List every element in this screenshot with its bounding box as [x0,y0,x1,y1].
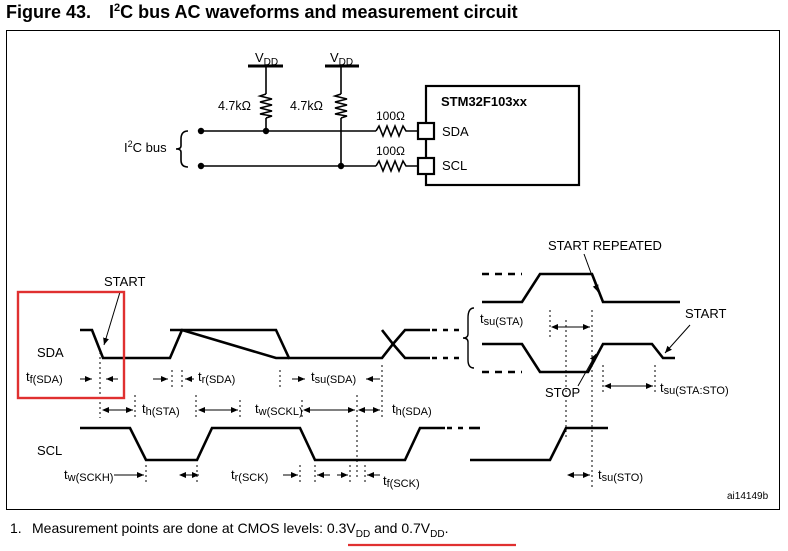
chip-pin-sda-label: SDA [442,124,469,139]
pullup-resistor-2-label: 4.7kΩ [290,99,323,113]
tsu-sto-label: tsu(STO) [598,467,643,484]
measurement-circuit [175,64,581,187]
scl-waveform-tail [470,426,608,462]
reference-lines [99,310,656,490]
i2c-bus-label: I2C bus [124,139,167,155]
figure-title: Figure 43. I2C bus AC waveforms and measu… [6,2,518,23]
sda-bus-terminal [197,127,205,135]
bus-brace [175,130,189,168]
figure-number: Figure 43. [6,2,92,22]
start-label: START [104,274,145,289]
sda-pin [416,121,436,141]
timing-labels: SDA SCL START START REPEATED START STOP … [26,238,769,502]
figure-reference: ai14149b [727,491,769,502]
circuit-junctions [197,127,345,170]
footnote-level-high-sub: DD [430,528,445,540]
tw-sckl-label: tw(SCKL) [255,401,303,418]
sda-pullup-junction [262,127,270,135]
th-sta-label: th(STA) [142,401,180,418]
sda-repeated-start-upper [482,272,680,304]
sda-waveform-alt-end [380,329,430,360]
pullup-resistor-2 [332,93,348,119]
tsu-sta-sto-label: tsu(STA:STO) [660,380,729,397]
footnote-level-high: 0.7V [401,520,431,536]
vdd-label-1: VDD [255,50,278,68]
scl-signal-label: SCL [37,443,62,458]
timing-arrows [80,253,691,478]
th-sda-label: th(SDA) [392,401,432,418]
pullup-resistor-1-label: 4.7kΩ [218,99,251,113]
chip-pin-scl-label: SCL [442,158,467,173]
footnote-end: . [444,520,449,536]
scl-pullup-junction [337,162,345,170]
pullup-resistor-1 [257,93,273,119]
series-resistor-sda-label: 100Ω [376,109,405,123]
tr-sck-label: tr(SCK) [231,467,268,484]
series-resistor-scl [375,158,418,174]
footnote: 1. Measurement points are done at CMOS le… [10,520,448,540]
scl-bus-terminal [197,162,205,170]
figure-title-text: C bus AC waveforms and measurement circu… [120,2,518,22]
footnote-text: Measurement points are done at CMOS leve… [32,520,327,536]
tf-sck-label: tf(SCK) [383,473,420,490]
footnote-level-low: 0.3V [326,520,356,536]
figure-title-prefix: I [109,2,115,22]
sda-waveform [80,328,430,360]
series-resistor-sda [375,123,418,139]
tsu-sda-label: tsu(SDA) [311,369,356,386]
footnote-and: and [370,520,402,536]
sda-signal-label: SDA [37,345,64,360]
figure-title-superscript: 2 [114,2,121,14]
circuit-labels: VDD VDD 4.7kΩ 4.7kΩ 100Ω 100Ω I2C bus ST… [124,50,528,173]
tsu-sta-label: tsu(STA) [480,311,523,328]
start-repeated-label: START REPEATED [548,238,662,253]
scl-pin [416,156,436,176]
stop-label: STOP [545,385,580,400]
chip-label: STM32F103xx [441,94,528,109]
vdd-label-2: VDD [330,50,353,68]
sda-repeated-start-lower [482,342,675,374]
tw-sckh-label: tw(SCKH) [64,467,113,484]
scl-waveform [80,426,445,462]
footnote-number: 1. [10,520,22,536]
sda-waveform-alt [170,328,289,360]
start-right-label: START [685,306,726,321]
timing-waveforms [80,272,680,462]
figure-frame [6,30,780,510]
start-highlight-box [16,290,126,400]
sda-variant-brace [462,307,475,369]
series-resistor-scl-label: 100Ω [376,144,405,158]
footnote-level-low-sub: DD [355,528,371,540]
tf-sda-label: tf(SDA) [26,369,63,386]
tr-sda-label: tr(SDA) [198,369,235,386]
